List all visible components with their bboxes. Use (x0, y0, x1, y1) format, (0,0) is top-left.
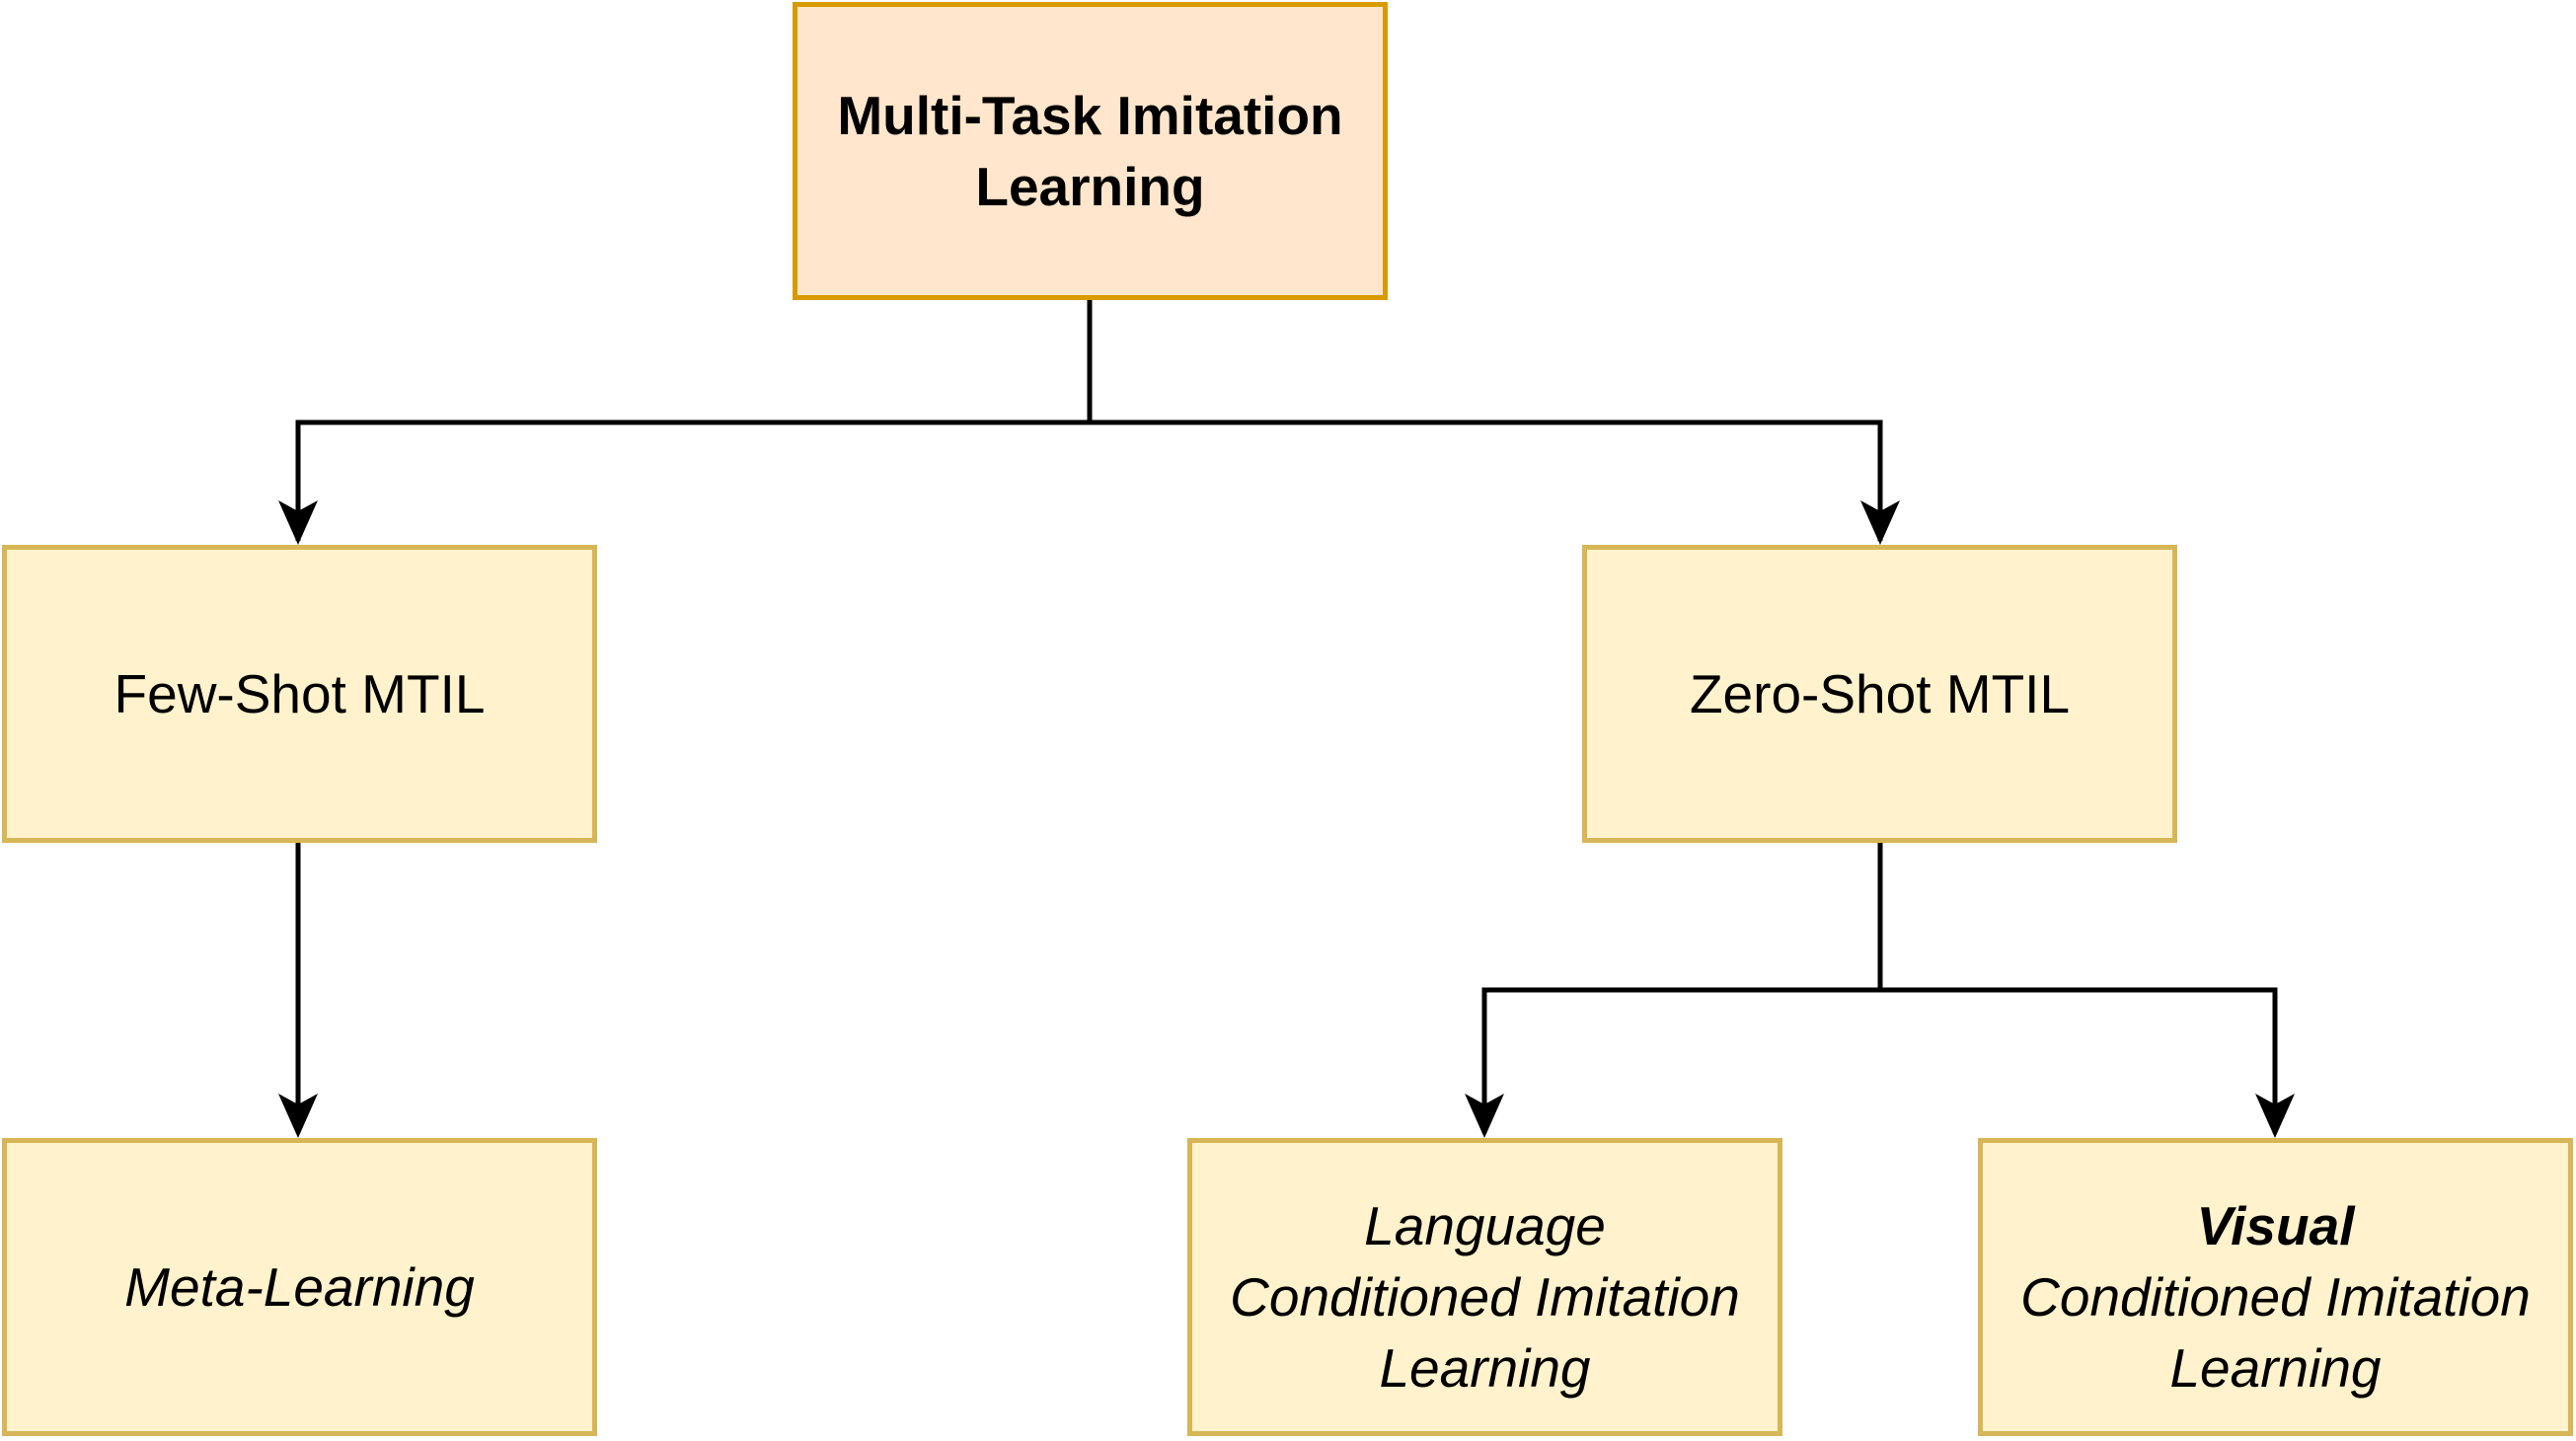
node-visual-line-1: Visual (2196, 1195, 2355, 1256)
node-language-conditioned-imitation-learning[interactable]: Language Conditioned Imitation Learning (1187, 1138, 1782, 1436)
node-few-shot-label: Few-Shot MTIL (114, 663, 486, 724)
node-zero-shot-mtil[interactable]: Zero-Shot MTIL (1582, 545, 2177, 843)
edge-zero-shot-to-language (1481, 843, 1883, 1133)
edge-root-to-few-shot (295, 300, 1093, 541)
node-language-line-3: Learning (1379, 1337, 1591, 1399)
node-meta-learning[interactable]: Meta-Learning (2, 1138, 597, 1436)
arrowhead-visual (2255, 1094, 2295, 1138)
arrowhead-language (1465, 1094, 1504, 1138)
node-multi-task-imitation-learning[interactable]: Multi-Task Imitation Learning (793, 2, 1388, 300)
arrowhead-zero-shot (1860, 500, 1900, 545)
node-few-shot-mtil[interactable]: Few-Shot MTIL (2, 545, 597, 843)
node-root-line-2: Learning (975, 156, 1205, 217)
node-meta-label: Meta-Learning (124, 1256, 475, 1318)
edge-zero-shot-to-visual (1880, 987, 2278, 1133)
arrowhead-meta (278, 1094, 318, 1138)
node-visual-line-3: Learning (2169, 1337, 2382, 1399)
node-language-line-2: Conditioned Imitation (1230, 1266, 1740, 1327)
edge-root-to-zero-shot (1090, 419, 1883, 541)
node-visual-conditioned-imitation-learning[interactable]: Visual Conditioned Imitation Learning (1978, 1138, 2573, 1436)
node-language-line-1: Language (1364, 1195, 1606, 1256)
node-root-line-1: Multi-Task Imitation (837, 85, 1343, 146)
arrowhead-few-shot (278, 500, 318, 545)
node-zero-shot-label: Zero-Shot MTIL (1689, 663, 2071, 724)
node-visual-line-2: Conditioned Imitation (2020, 1266, 2531, 1327)
